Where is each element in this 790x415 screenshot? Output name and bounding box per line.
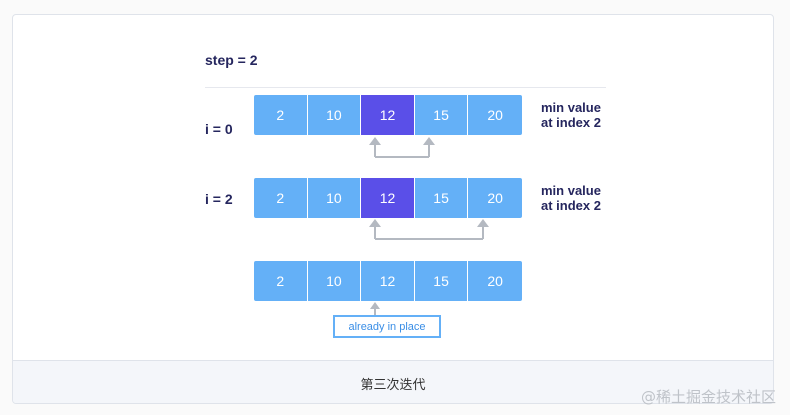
figure-caption: 第三次迭代	[13, 360, 773, 403]
note-line: min value	[541, 100, 601, 115]
swap-arrow-row-0	[374, 143, 430, 158]
array-cell-highlighted: 12	[361, 95, 415, 135]
array-row-2: 2 10 12 15 20	[254, 261, 522, 301]
array-row-0: 2 10 12 15 20	[254, 95, 522, 135]
array-cell: 20	[468, 95, 522, 135]
divider	[205, 87, 606, 88]
watermark: @稀土掘金技术社区	[640, 388, 776, 406]
array-cell: 10	[307, 261, 362, 301]
note-row-1: min value at index 2	[541, 183, 601, 213]
array-cell: 10	[307, 95, 362, 135]
swap-arrow-row-1	[374, 225, 484, 240]
arrowhead	[423, 137, 435, 145]
note-row-0: min value at index 2	[541, 100, 601, 130]
array-cell: 10	[307, 178, 362, 218]
array-cell: 20	[468, 178, 522, 218]
array-cell: 2	[254, 261, 308, 301]
step-label: step = 2	[205, 52, 258, 68]
array-cell-highlighted: 12	[361, 178, 415, 218]
arrowhead	[477, 219, 489, 227]
array-cell: 15	[414, 178, 469, 218]
note-line: at index 2	[541, 198, 601, 213]
array-cell: 12	[361, 261, 415, 301]
arrowhead	[369, 137, 381, 145]
note-line: min value	[541, 183, 601, 198]
arrows-layer	[369, 137, 489, 315]
arrowhead	[369, 219, 381, 227]
row-label-1: i = 2	[205, 191, 233, 207]
array-cell: 2	[254, 95, 308, 135]
array-cell: 15	[414, 95, 469, 135]
already-in-place-box: already in place	[333, 315, 441, 338]
note-line: at index 2	[541, 115, 601, 130]
array-cell: 2	[254, 178, 308, 218]
arrowhead	[370, 302, 380, 309]
figure-card: step = 2 i = 0 2 10 12 15 20 min value a…	[12, 14, 774, 404]
array-row-1: 2 10 12 15 20	[254, 178, 522, 218]
array-cell: 15	[414, 261, 469, 301]
array-cell: 20	[468, 261, 522, 301]
row-label-0: i = 0	[205, 121, 233, 137]
